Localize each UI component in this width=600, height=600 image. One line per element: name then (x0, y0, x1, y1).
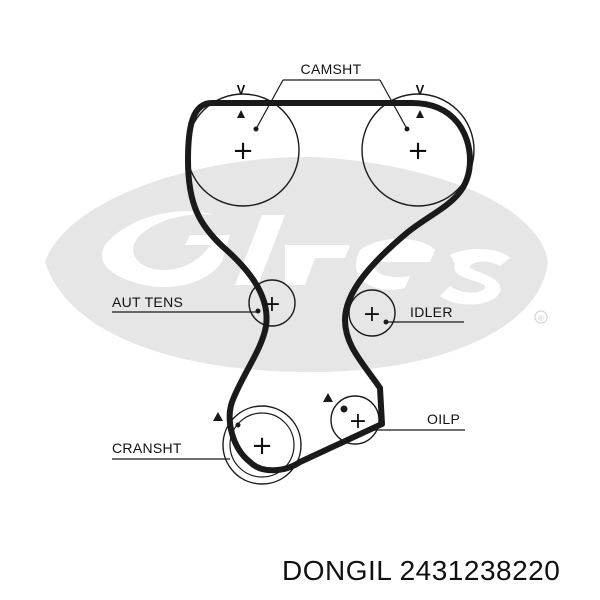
pulley-center-icon: + (407, 136, 429, 166)
timing-mark-left: V (237, 82, 246, 118)
timing-mark-triangle-icon (323, 393, 333, 402)
part-caption: DONGIL 2431238220 (282, 555, 560, 586)
registered-mark: ® (538, 314, 544, 323)
idler-label: IDLER (410, 304, 453, 320)
svg-text:V: V (416, 82, 425, 97)
pulley-center-icon: + (251, 431, 273, 461)
timing-mark-triangle-icon (237, 110, 245, 118)
crankshaft-callout: CRANSHT (112, 440, 230, 460)
idler-pulley: + (348, 289, 396, 337)
crankshaft-label: CRANSHT (112, 440, 182, 456)
pulley-center-icon: + (363, 302, 381, 327)
pulley-center-icon: + (263, 292, 281, 317)
timing-belt (185, 100, 473, 474)
oil-pump-pulley: + (323, 393, 380, 445)
camshaft-callout: CAMSHT (255, 61, 408, 130)
tensioner-callout: AUT TENS (112, 294, 258, 313)
pulley-center-icon: + (232, 136, 254, 166)
idler-callout: IDLER (386, 304, 464, 323)
tensioner-label: AUT TENS (112, 294, 183, 310)
timing-mark-triangle-icon (213, 412, 223, 421)
camshaft-pulley-left: + (186, 93, 300, 207)
pulley-center-icon: + (349, 409, 367, 434)
timing-mark-triangle-icon (416, 110, 424, 118)
timing-mark-right: V (416, 82, 425, 118)
oil-pump-label: OILP (427, 411, 460, 427)
camshaft-label: CAMSHT (301, 61, 362, 77)
gates-logo-watermark: ® (45, 156, 548, 373)
oil-pump-callout: OILP (370, 411, 465, 431)
svg-text:V: V (237, 82, 246, 97)
crankshaft-pulley: + (213, 405, 302, 485)
